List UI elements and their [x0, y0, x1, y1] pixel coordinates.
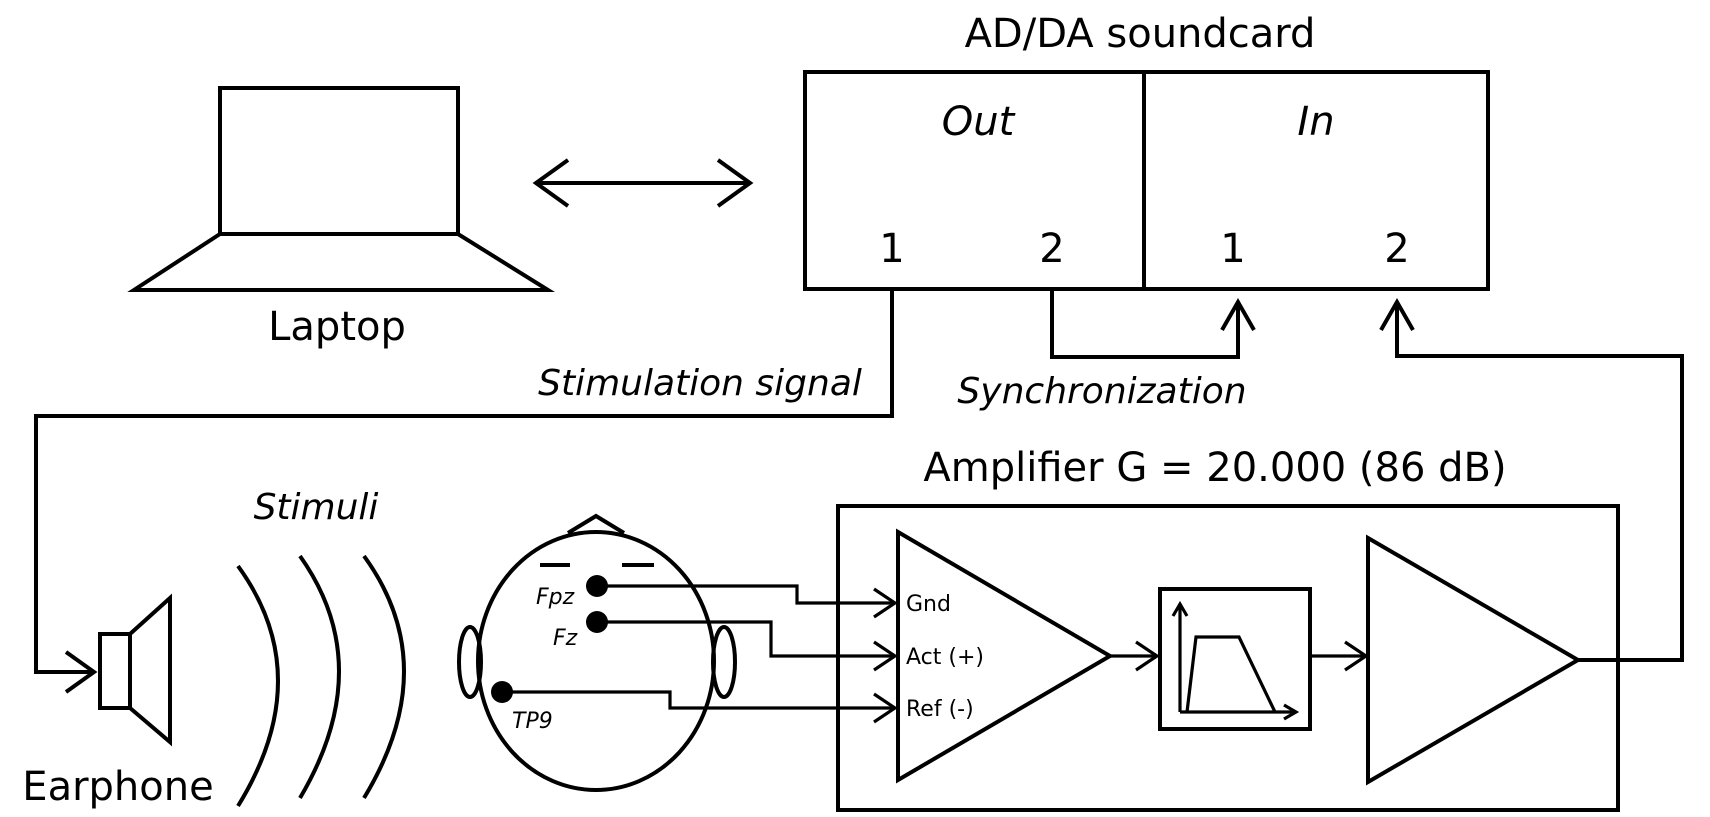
head-icon	[457, 513, 737, 792]
bandpass-filter-block	[1158, 587, 1312, 731]
electrode-fz-label: Fz	[553, 626, 578, 651]
amplifier-box	[836, 504, 1620, 812]
electrode-tp9-label: TP9	[512, 709, 553, 734]
output-amplifier-triangle	[1366, 534, 1582, 786]
amplifier-input-gnd: Gnd	[906, 592, 951, 617]
amplifier-title: Amplifier G = 20.000 (86 dB)	[923, 445, 1506, 491]
stimulation-signal-wire	[34, 289, 894, 694]
preamp-to-filter-arrow	[1110, 640, 1160, 672]
laptop-soundcard-link-arrow	[532, 158, 754, 208]
stimulation-signal-label: Stimulation signal	[538, 363, 862, 404]
amplifier-input-act: Act (+)	[906, 645, 984, 670]
laptop-label: Laptop	[268, 304, 406, 350]
earphone-label: Earphone	[22, 764, 213, 810]
soundcard-out-label: Out	[942, 99, 1016, 145]
soundcard-in-label: In	[1297, 99, 1334, 145]
electrode-fpz-label: Fpz	[536, 585, 575, 610]
stimuli-label: Stimuli	[254, 487, 379, 528]
earphone-icon	[98, 593, 172, 747]
sound-waves-icon	[236, 554, 406, 808]
soundcard-title: AD/DA soundcard	[965, 11, 1316, 57]
soundcard-out-channel-2: 2	[1039, 226, 1064, 272]
laptop-icon	[127, 86, 555, 292]
electrode-wires	[502, 584, 898, 724]
synchronization-wire	[1050, 289, 1256, 359]
synchronization-label: Synchronization	[957, 371, 1246, 412]
amplifier-output-wire	[1379, 297, 1684, 662]
amplifier-input-ref: Ref (-)	[906, 697, 974, 722]
preamplifier-triangle	[896, 528, 1114, 784]
soundcard-out-channel-1: 1	[879, 226, 904, 272]
soundcard-in-channel-2: 2	[1384, 226, 1409, 272]
filter-to-amp-arrow	[1310, 640, 1369, 672]
soundcard-box	[803, 70, 1490, 291]
soundcard-in-channel-1: 1	[1220, 226, 1245, 272]
